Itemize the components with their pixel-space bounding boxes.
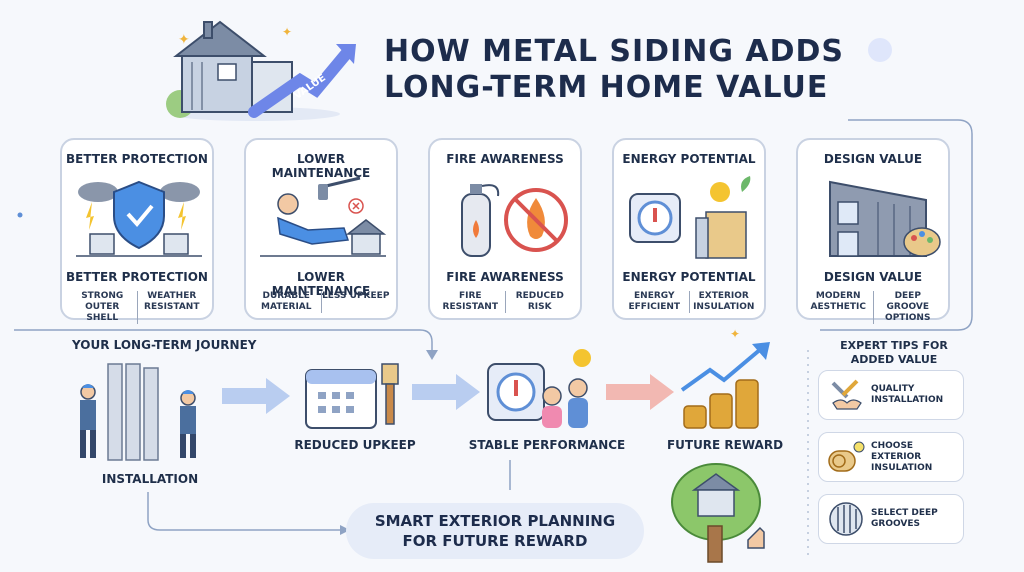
card-better-protection: BETTER PROTECTION BETTER PROTECTION STRO… [60,138,214,324]
step-installation: INSTALLATION [101,472,199,486]
insulation-roll-lightbulb-icon [828,441,865,472]
hero-house-value-icon: VALUE [166,20,356,121]
arrow-right-icon [412,374,480,410]
step-reduced-upkeep: REDUCED UPKEEP [294,438,416,452]
svg-text:✦: ✦ [730,327,740,341]
shield-storm-icon [76,180,202,257]
journey-title: YOUR LONG-TERM JOURNEY [72,338,257,352]
modern-house-palette-icon [829,180,941,257]
tip-quality-installation: QUALITY INSTALLATION [818,370,964,420]
fire-extinguisher-icon [461,184,568,257]
coins-growth-icon [680,342,770,429]
planning-banner: SMART EXTERIOR PLANNING FOR FUTURE REWAR… [346,503,644,559]
page-title: HOW METAL SIDING ADDS LONG-TERM HOME VAL… [384,34,845,105]
card-design-value: DESIGN VALUE DESIGN VALUE MODERN AESTHET… [796,138,950,324]
card-energy-potential: ENERGY POTENTIAL ENERGY POTENTIAL ENERGY… [612,138,766,320]
card-fire-awareness: FIRE AWARENESS FIRE AWARENESS FIRE RESIS… [428,138,582,320]
svg-text:✦: ✦ [282,25,292,39]
treehouse-icon [671,463,765,563]
tools-handshake-icon [831,379,862,410]
arrow-right-icon [222,378,290,414]
tip-deep-grooves: SELECT DEEP GROOVES [818,494,964,544]
svg-text:✦: ✦ [178,32,190,48]
relaxing-person-icon [260,176,387,257]
installation-workers-icon [80,363,196,461]
step-stable-performance: STABLE PERFORMANCE [468,438,626,452]
grooved-panel-icon [829,502,863,536]
step-future-reward: FUTURE REWARD [666,438,784,452]
tips-title: EXPERT TIPS FOR ADDED VALUE [840,339,948,366]
calendar-brush-icon [305,363,399,429]
thermostat-sun-icon [629,176,751,259]
tip-exterior-insulation: CHOOSE EXTERIOR INSULATION [818,432,964,482]
arrow-right-icon [606,374,674,410]
thermostat-family-icon [487,349,591,428]
card-lower-maintenance: LOWER MAINTENANCE LOWER MAINTENANCE DURA… [244,138,398,320]
